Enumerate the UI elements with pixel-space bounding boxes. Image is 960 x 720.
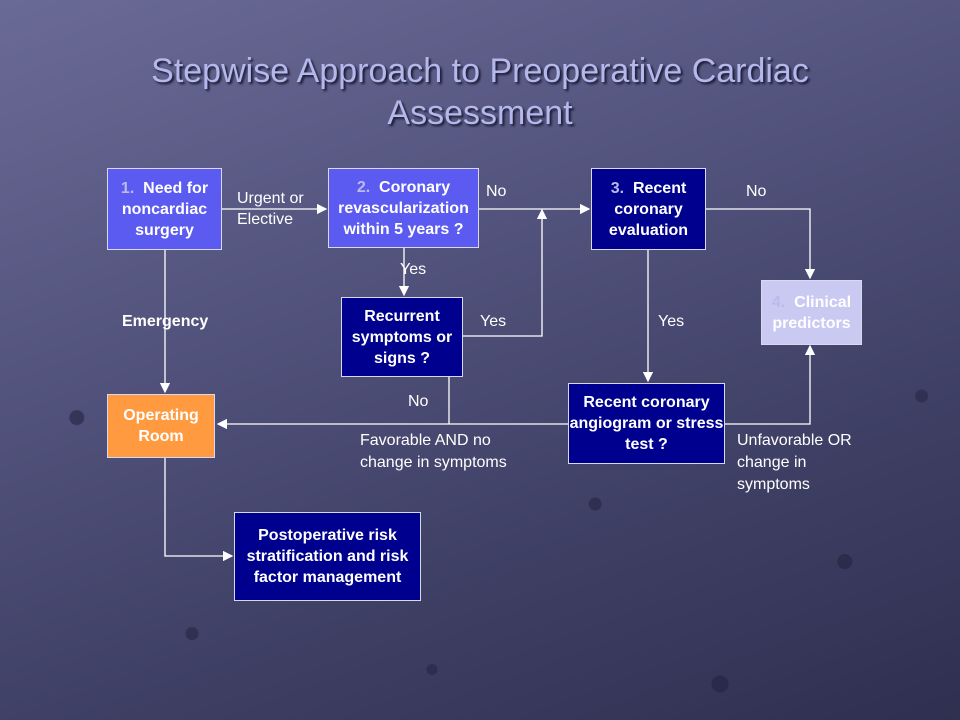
operating-room-text: Operating Room [123, 407, 199, 445]
step-number-4: 4. [771, 293, 786, 311]
postoperative-box: Postoperative risk stratification and ri… [234, 512, 421, 601]
recent-angiogram-text: Recent coronary angiogram or stress test… [569, 394, 724, 453]
no-label-evaluation: No [746, 183, 767, 200]
postoperative-text: Postoperative risk stratification and ri… [246, 527, 409, 586]
coronary-revascularization-text: Coronary revascularization within 5 year… [338, 178, 469, 238]
no-label-recurrent: No [408, 393, 429, 410]
yes-label-evaluation: Yes [658, 313, 685, 330]
arrow-evaluation-to-clinical [706, 208, 816, 280]
urgent-elective-label: Urgent or Elective [237, 188, 327, 230]
yes-label-recurrent: Yes [480, 313, 507, 330]
need-for-surgery-box: 1. Need for noncardiac surgery [107, 168, 222, 250]
yes-label-coronary: Yes [400, 261, 427, 278]
recurrent-symptoms-box: Recurrent symptoms or signs ? [341, 297, 463, 377]
step-number-2: 2. [356, 178, 371, 196]
recent-coronary-evaluation-box: 3. Recent coronary evaluation [591, 168, 706, 250]
no-label-coronary: No [486, 183, 507, 200]
slide-title: Stepwise Approach to Preoperative Cardia… [151, 52, 809, 132]
operating-room-box: Operating Room [107, 394, 215, 458]
favorable-text: Favorable AND no change in symptoms [360, 432, 507, 471]
emergency-label: Emergency [122, 313, 209, 330]
recent-angiogram-box: Recent coronary angiogram or stress test… [568, 383, 725, 464]
arrow-operating-to-postop [164, 458, 234, 562]
step-number-3: 3. [610, 179, 625, 197]
clinical-predictors-box: 4. Clinical predictors [761, 280, 862, 345]
need-for-surgery-text: Need for noncardiac surgery [121, 179, 209, 239]
recurrent-symptoms-text: Recurrent symptoms or signs ? [351, 307, 453, 367]
step-number-1: 1. [120, 179, 135, 197]
urgent-elective-text: Urgent or Elective [237, 190, 304, 228]
coronary-revascularization-box: 2. Coronary revascularization within 5 y… [328, 168, 479, 248]
arrow-angiogram-to-clinical [725, 344, 816, 425]
arrow-recurrent-yes [463, 208, 548, 337]
unfavorable-label: Unfavorable OR change in symptoms [737, 430, 857, 496]
favorable-label: Favorable AND no change in symptoms [360, 430, 545, 474]
clinical-predictors-text: Clinical predictors [772, 293, 852, 332]
unfavorable-text: Unfavorable OR change in symptoms [737, 432, 852, 493]
recent-coronary-evaluation-text: Recent coronary evaluation [608, 179, 689, 239]
